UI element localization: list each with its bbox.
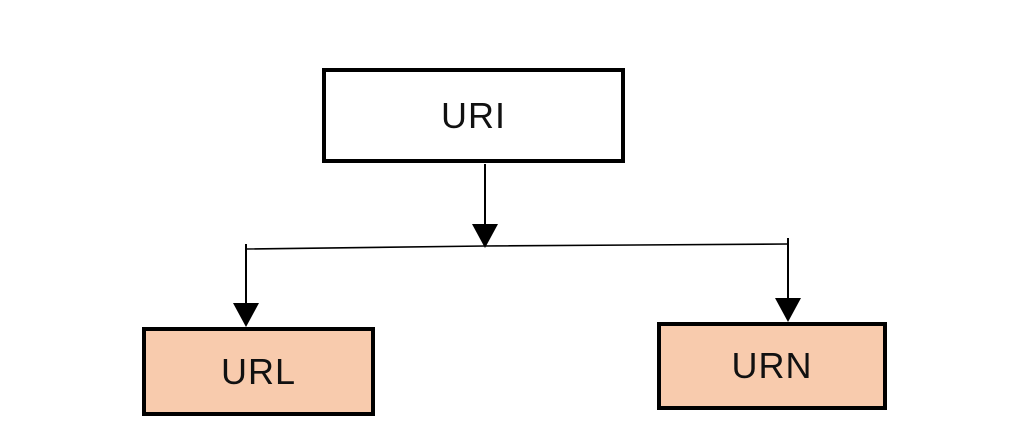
arrowhead-url-icon xyxy=(233,303,259,327)
edge-rail-to-url xyxy=(233,244,259,327)
node-urn-label: URN xyxy=(731,345,813,386)
node-url: URL xyxy=(142,327,375,416)
edge-rail-to-urn xyxy=(775,238,801,322)
node-uri-label: URI xyxy=(441,94,506,136)
node-url-label: URL xyxy=(220,350,297,392)
edge-uri-to-rail xyxy=(472,164,498,248)
arrowhead-center-icon xyxy=(472,224,498,248)
arrowhead-urn-icon xyxy=(775,298,801,322)
rail-line xyxy=(245,243,789,250)
node-uri: URI xyxy=(322,68,625,163)
node-urn: URN xyxy=(657,322,887,410)
